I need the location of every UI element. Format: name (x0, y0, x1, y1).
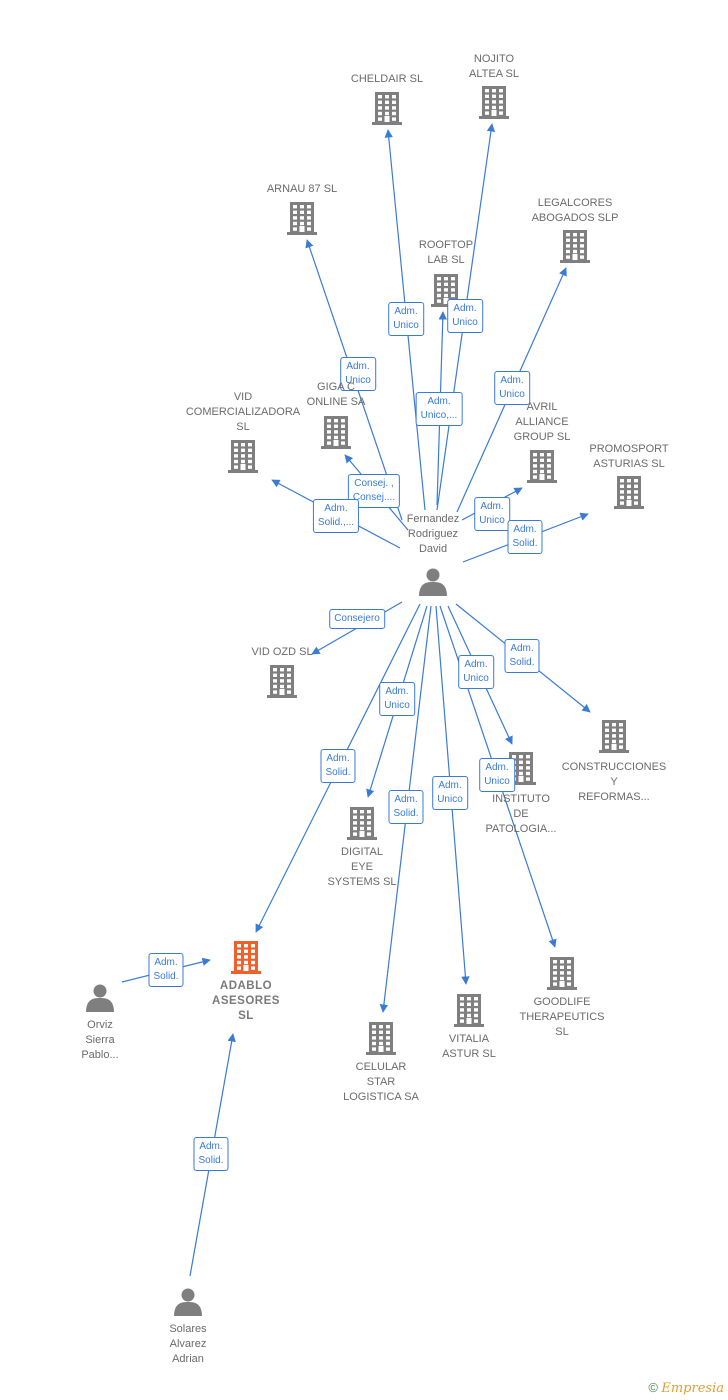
building-icon[interactable] (560, 230, 590, 263)
company-name-legalcores[interactable]: LEGALCORES ABOGADOS SLP (531, 197, 619, 224)
edge-role-badge[interactable]: Adm. Solid. (148, 953, 184, 987)
copyright-footer: © Empresia (648, 1380, 724, 1396)
building-icon[interactable] (614, 476, 644, 509)
company-name-cheldair[interactable]: CHELDAIR SL (350, 73, 424, 85)
edge-role-badge[interactable]: Adm. Unico (458, 655, 494, 689)
building-icon[interactable] (347, 807, 377, 840)
edge-role-badge[interactable]: Adm. Unico (494, 371, 530, 405)
edge-role-badge[interactable]: Adm. Unico (479, 758, 515, 792)
person-name-orviz[interactable]: Orviz Sierra Pablo... (81, 1019, 119, 1061)
company-name-arnau[interactable]: ARNAU 87 SL (266, 183, 338, 195)
person-icon[interactable] (86, 984, 114, 1013)
building-icon[interactable] (287, 202, 317, 235)
company-name-goodlife[interactable]: GOODLIFE THERAPEUTICS SL (519, 996, 605, 1038)
edge-role-badge[interactable]: Adm. Unico (474, 497, 510, 531)
edge-role-badge[interactable]: Adm. Unico,... (415, 392, 463, 426)
building-icon[interactable] (321, 416, 351, 449)
building-icon[interactable] (506, 752, 536, 785)
company-name-promosport[interactable]: PROMOSPORT ASTURIAS SL (589, 443, 669, 470)
building-icon[interactable] (547, 957, 577, 990)
building-icon[interactable] (372, 92, 402, 125)
building-icon[interactable] (231, 941, 261, 974)
edge-role-badge[interactable]: Adm. Solid. (507, 520, 543, 554)
company-name-instituto[interactable]: INSTITUTO DE PATOLOGIA... (485, 793, 557, 835)
edge-role-badge[interactable]: Consej. , Consej.... (347, 474, 401, 508)
company-name-vitalia[interactable]: VITALIA ASTUR SL (442, 1033, 496, 1060)
edge-role-badge[interactable]: Adm. Solid. (504, 639, 540, 673)
company-name-adablo[interactable]: ADABLO ASESORES SL (212, 980, 280, 1022)
building-icon[interactable] (267, 665, 297, 698)
person-icon[interactable] (419, 568, 447, 597)
building-icon[interactable] (228, 440, 258, 473)
edge-role-badge[interactable]: Adm. Solid.,... (312, 499, 360, 533)
company-name-construcciones[interactable]: CONSTRUCCIONES Y REFORMAS... (561, 761, 667, 803)
edge-role-badge[interactable]: Adm. Unico (379, 682, 415, 716)
company-name-digital[interactable]: DIGITAL EYE SYSTEMS SL (327, 846, 397, 888)
person-name-fernandez[interactable]: Fernandez Rodriguez David (406, 513, 460, 555)
edge-role-badge[interactable]: Adm. Unico (432, 776, 468, 810)
edge-role-badge[interactable]: Adm. Solid. (320, 749, 356, 783)
edge-role-badge[interactable]: Adm. Unico (388, 302, 424, 336)
building-icon[interactable] (599, 720, 629, 753)
company-name-celular[interactable]: CELULAR STAR LOGISTICA SA (343, 1061, 419, 1103)
edge-role-badge[interactable]: Adm. Solid. (193, 1137, 229, 1171)
building-icon[interactable] (454, 994, 484, 1027)
building-icon[interactable] (527, 450, 557, 483)
edge-role-badge[interactable]: Adm. Solid. (388, 790, 424, 824)
edge-role-badge[interactable]: Consejero (329, 609, 385, 629)
building-icon[interactable] (366, 1022, 396, 1055)
company-name-vidozd[interactable]: VID OZD SL (251, 646, 313, 658)
brand-logo: Empresia (661, 1381, 724, 1396)
company-name-nojito[interactable]: NOJITO ALTEA SL (469, 53, 519, 80)
edge-role-badge[interactable]: Adm. Unico (340, 357, 376, 391)
copyright-icon: © (648, 1380, 659, 1395)
building-icon[interactable] (479, 86, 509, 119)
person-name-solares[interactable]: Solares Alvarez Adrian (169, 1323, 207, 1365)
edge-role-badge[interactable]: Adm. Unico (447, 299, 483, 333)
company-name-vidcom[interactable]: VID COMERCIALIZADORA SL (185, 391, 301, 433)
company-name-giga[interactable]: GIGA C ONLINE SA (306, 381, 366, 408)
company-name-avril[interactable]: AVRIL ALLIANCE GROUP SL (513, 401, 571, 443)
company-name-rooftop[interactable]: ROOFTOP LAB SL (418, 239, 474, 266)
person-icon[interactable] (174, 1288, 202, 1317)
